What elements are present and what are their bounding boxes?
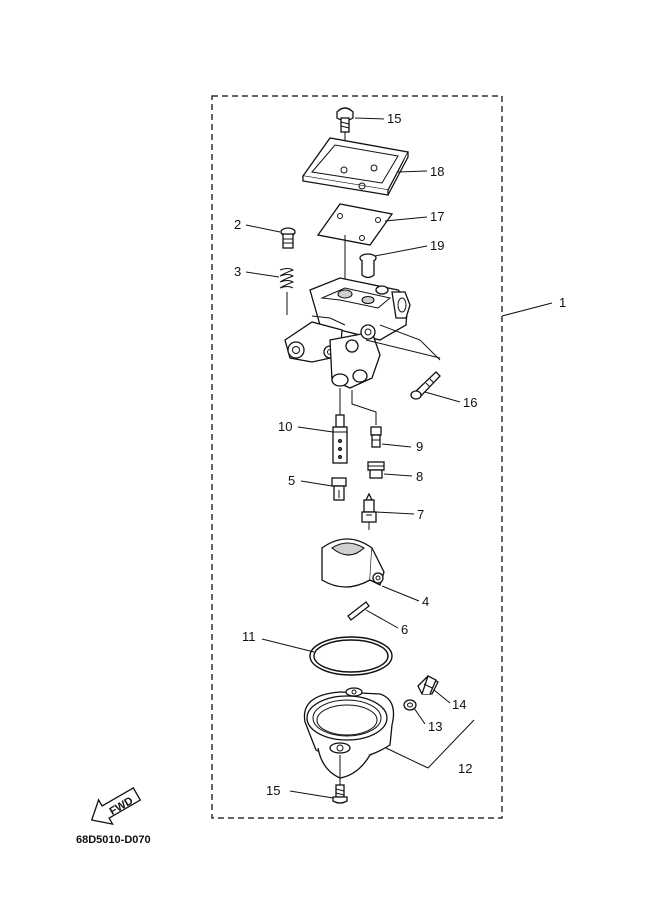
callout-8: 8 (416, 469, 423, 484)
callout-9: 9 (416, 439, 423, 454)
part-13-washer (403, 699, 417, 711)
callout-19: 19 (430, 238, 444, 253)
fwd-label: FWD (108, 795, 136, 818)
part-1-carburetor-body (284, 277, 441, 425)
part-2-screw (280, 227, 296, 249)
callout-7: 7 (417, 507, 424, 522)
part-6-pin (347, 601, 370, 621)
part-11-o-ring (309, 636, 393, 676)
assembly-boundary (211, 95, 503, 819)
callout-15-bottom: 15 (266, 783, 280, 798)
part-3-spring (279, 268, 295, 315)
part-15-bottom-screw (332, 755, 348, 804)
part-18-cover-plate (301, 137, 409, 196)
callout-5: 5 (288, 473, 295, 488)
callout-6: 6 (401, 622, 408, 637)
callout-16: 16 (463, 395, 477, 410)
callout-4: 4 (422, 594, 429, 609)
part-7-needle-valve (361, 492, 377, 530)
part-10-emulsion-tube (332, 414, 348, 464)
callout-labels: 15 18 17 19 2 3 1 16 10 9 8 5 7 4 6 11 1… (234, 111, 566, 798)
part-4-float (321, 538, 385, 588)
callout-17: 17 (430, 209, 444, 224)
callout-2: 2 (234, 217, 241, 232)
part-17-gasket (316, 203, 394, 285)
callout-10: 10 (278, 419, 292, 434)
part-5-plug (331, 477, 347, 501)
diagram-code: 68D5010-D070 (76, 834, 151, 846)
part-15-top-screw (336, 107, 354, 165)
part-16-screw (410, 371, 441, 400)
callout-14: 14 (452, 697, 466, 712)
callout-3: 3 (234, 264, 241, 279)
part-9-pilot-jet (370, 426, 382, 448)
callout-18: 18 (430, 164, 444, 179)
part-14-drain-screw (417, 675, 439, 695)
callout-12: 12 (458, 761, 472, 776)
callout-13: 13 (428, 719, 442, 734)
part-12-float-bowl (303, 687, 395, 779)
callout-15-top: 15 (387, 111, 401, 126)
callout-1: 1 (559, 295, 566, 310)
callout-11: 11 (242, 629, 256, 644)
fwd-arrow-icon: FWD (90, 787, 142, 826)
leader-lines (245, 117, 553, 799)
part-8-main-jet (367, 461, 385, 479)
part-19-plug (359, 253, 377, 279)
